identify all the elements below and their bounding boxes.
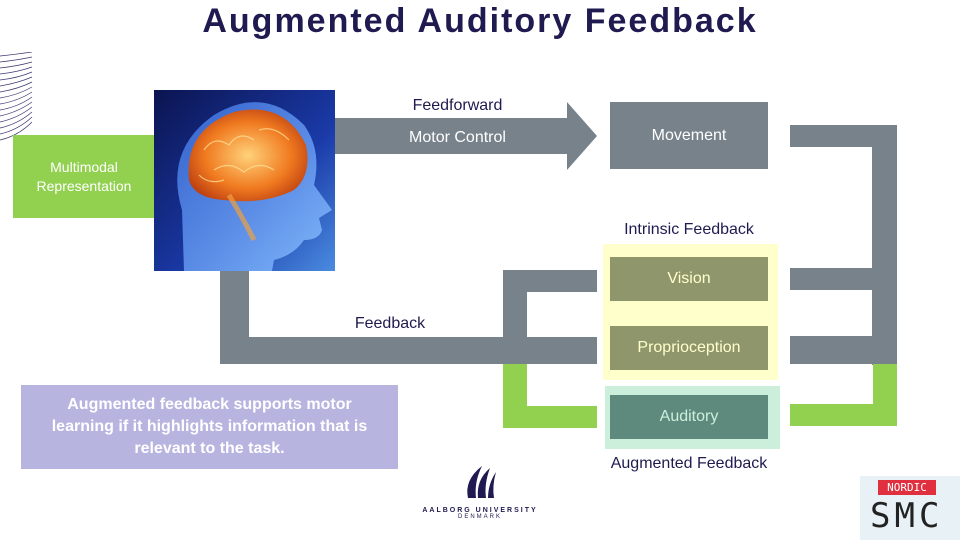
smc-banner: NORDIC bbox=[878, 480, 936, 495]
auditory-label: Auditory bbox=[659, 408, 719, 425]
feedforward-label: Feedforward bbox=[412, 97, 503, 114]
movement-box: Movement bbox=[610, 102, 768, 169]
motor-control-label: Motor Control bbox=[409, 129, 506, 146]
vision-box: Vision bbox=[610, 257, 768, 301]
aau-country: DENMARK bbox=[457, 514, 502, 520]
aalborg-university-logo: AALBORG UNIVERSITY DENMARK bbox=[410, 462, 550, 537]
multimodal-representation-box: Multimodal Representation bbox=[13, 135, 155, 218]
feedforward-arrow bbox=[335, 102, 597, 170]
aau-wave-icon bbox=[467, 466, 496, 498]
decorative-lines-icon bbox=[0, 52, 33, 141]
connector-feedback-horizontal bbox=[220, 337, 597, 364]
multimodal-label-line2: Representation bbox=[36, 177, 132, 194]
note-box: Augmented feedback supports motor learni… bbox=[21, 385, 398, 469]
connector-feedback-up bbox=[220, 271, 249, 364]
note-line1: Augmented feedback supports motor bbox=[67, 396, 352, 413]
multimodal-label-line1: Multimodal bbox=[50, 158, 118, 175]
brain-head-image bbox=[154, 90, 335, 271]
movement-label: Movement bbox=[651, 126, 727, 144]
connector-proprio-right bbox=[790, 336, 897, 364]
feedback-label: Feedback bbox=[354, 315, 426, 332]
slide-title: Augmented Auditory Feedback bbox=[202, 2, 758, 40]
intrinsic-feedback-heading: Intrinsic Feedback bbox=[624, 221, 754, 238]
vision-label: Vision bbox=[667, 270, 711, 287]
smc-text: SMC bbox=[870, 496, 944, 536]
auditory-box: Auditory bbox=[610, 395, 768, 439]
connector-vision-right bbox=[790, 268, 897, 290]
nordic-smc-logo: NORDIC SMC bbox=[860, 476, 960, 540]
aau-name: AALBORG UNIVERSITY bbox=[422, 507, 538, 514]
proprioception-box: Proprioception bbox=[610, 326, 768, 370]
connector-auditory-left bbox=[503, 406, 597, 428]
augmented-feedback-heading: Augmented Feedback bbox=[610, 455, 768, 472]
proprioception-label: Proprioception bbox=[637, 339, 741, 356]
connector-right-vertical bbox=[872, 125, 897, 365]
connector-auditory-right bbox=[790, 404, 897, 426]
note-line2: learning if it highlights information th… bbox=[51, 418, 368, 435]
connector-movement-out bbox=[790, 125, 897, 147]
note-line3: relevant to the task. bbox=[134, 440, 285, 457]
